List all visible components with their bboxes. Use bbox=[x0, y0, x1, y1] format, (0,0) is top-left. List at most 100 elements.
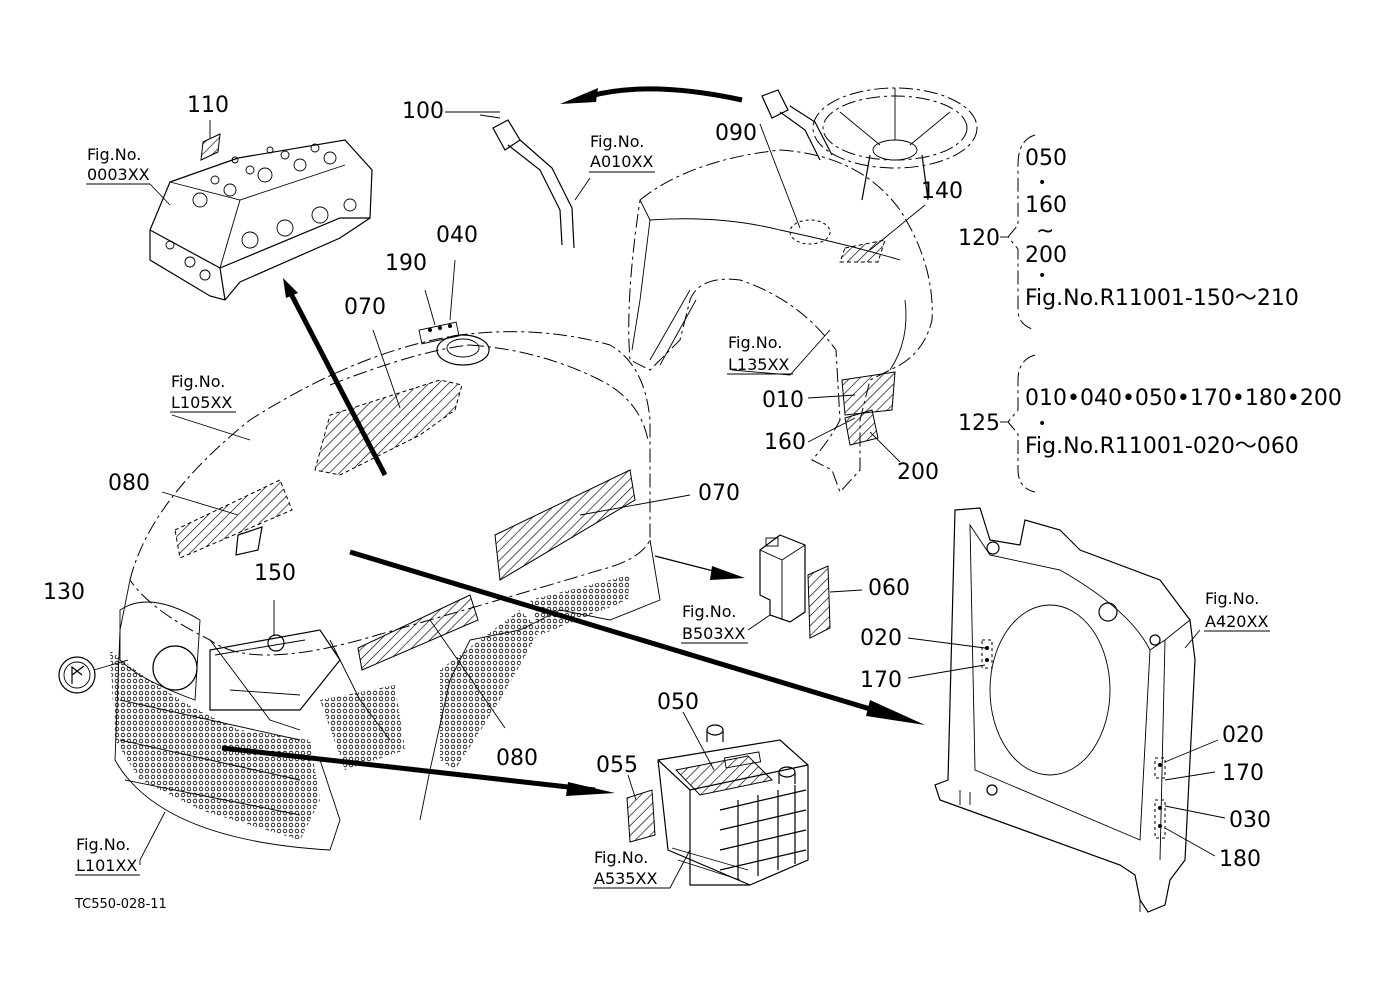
leader-080a bbox=[161, 491, 239, 516]
group-120-list: 050 • 160 ~ 200 • Fig.No.R11001-150～210 bbox=[1025, 146, 1299, 311]
leader-170a bbox=[907, 664, 986, 679]
arrow-cable bbox=[589, 86, 743, 103]
callout-030: 030 bbox=[1229, 808, 1271, 833]
fig-ref-l101xx: Fig.No. L101XX bbox=[75, 835, 140, 876]
fig-ref-label: Fig.No. bbox=[594, 848, 648, 867]
group-120-line4: Fig.No.R11001-150～210 bbox=[1025, 286, 1299, 311]
leader-080b bbox=[429, 619, 506, 729]
callout-050: 050 bbox=[657, 690, 699, 715]
fig-ref-code: L135XX bbox=[728, 355, 789, 374]
group-120-dot2: • bbox=[1038, 268, 1046, 284]
arrowhead-b503 bbox=[710, 566, 745, 580]
leader-050 bbox=[682, 711, 715, 771]
cylinder-head bbox=[149, 133, 373, 301]
callout-040: 040 bbox=[436, 223, 478, 248]
leader-090 bbox=[759, 123, 801, 229]
callout-130: 130 bbox=[43, 580, 85, 605]
brace-125 bbox=[1007, 354, 1036, 493]
group-120-line3: 200 bbox=[1025, 243, 1067, 268]
group-120-dot1: • bbox=[1038, 175, 1046, 191]
leader-A535 bbox=[669, 849, 691, 889]
callout-060: 060 bbox=[868, 576, 910, 601]
leader-160 bbox=[807, 417, 856, 443]
fig-ref-code: A420XX bbox=[1205, 612, 1268, 631]
callout-020a: 020 bbox=[860, 626, 902, 651]
leader-040 bbox=[449, 259, 456, 321]
part-b503 bbox=[759, 534, 831, 639]
fig-ref-code: L105XX bbox=[171, 393, 232, 412]
callout-150: 150 bbox=[254, 561, 296, 586]
fig-ref-a010xx: Fig.No. A010XX bbox=[589, 132, 655, 173]
battery bbox=[626, 724, 809, 886]
fig-ref-label: Fig.No. bbox=[590, 132, 644, 151]
leader-070a bbox=[372, 329, 401, 409]
leader-010 bbox=[807, 394, 856, 399]
callout-070a: 070 bbox=[344, 295, 386, 320]
fig-ref-code: 0003XX bbox=[87, 165, 150, 184]
arrowhead-shroud bbox=[866, 700, 925, 725]
fig-ref-code: L101XX bbox=[76, 856, 137, 875]
fig-ref-label: Fig.No. bbox=[76, 835, 130, 854]
group-120-tilde: ~ bbox=[1036, 219, 1054, 244]
fig-ref-label: Fig.No. bbox=[87, 145, 141, 164]
emblem bbox=[58, 656, 129, 694]
callout-010: 010 bbox=[762, 388, 804, 413]
fig-ref-code: A535XX bbox=[594, 869, 657, 888]
group-120-line1: 050 bbox=[1025, 146, 1067, 171]
steering-wheel bbox=[812, 87, 978, 201]
leader-020b bbox=[1164, 739, 1219, 763]
group-125-list: 010•040•050•170•180•200 • Fig.No.R11001-… bbox=[1025, 386, 1342, 459]
fig-ref-label: Fig.No. bbox=[682, 602, 736, 621]
fig-ref-0003xx: Fig.No. 0003XX bbox=[86, 145, 171, 206]
callout-190: 190 bbox=[385, 251, 427, 276]
group-125-line2: Fig.No.R11001-020～060 bbox=[1025, 434, 1299, 459]
callout-200: 200 bbox=[897, 460, 939, 485]
leader-L135 bbox=[731, 329, 831, 376]
fig-ref-label: Fig.No. bbox=[171, 372, 225, 391]
callout-labels: 110 100 090 140 190 040 070 080 070 150 … bbox=[43, 93, 1271, 872]
fig-ref-code: A010XX bbox=[590, 152, 653, 171]
leader-L105 bbox=[171, 414, 251, 441]
callout-170a: 170 bbox=[860, 668, 902, 693]
callout-120: 120 bbox=[958, 226, 1000, 251]
fig-ref-label: Fig.No. bbox=[1205, 589, 1259, 608]
leader-A010 bbox=[574, 177, 591, 201]
leader-190 bbox=[424, 289, 436, 326]
fig-ref-a535xx: Fig.No. A535XX bbox=[593, 848, 670, 889]
callout-080a: 080 bbox=[108, 471, 150, 496]
arrow-to-battery bbox=[221, 745, 596, 793]
drawing-code: TC550-028-11 bbox=[74, 897, 167, 912]
callout-160: 160 bbox=[764, 430, 806, 455]
fig-ref-label: Fig.No. bbox=[728, 333, 782, 352]
leader-B503 bbox=[747, 614, 771, 631]
callout-020b: 020 bbox=[1222, 723, 1264, 748]
callout-100: 100 bbox=[402, 99, 444, 124]
callout-055: 055 bbox=[596, 753, 638, 778]
callout-070b: 070 bbox=[698, 481, 740, 506]
leader-030 bbox=[1164, 805, 1226, 819]
leader-070b bbox=[579, 494, 691, 516]
arrowhead-cable bbox=[560, 88, 598, 104]
leader-200 bbox=[869, 431, 901, 463]
callout-080b: 080 bbox=[496, 746, 538, 771]
leader-A420 bbox=[1184, 629, 1201, 649]
figure-references: Fig.No. 0003XX Fig.No. A010XX Fig.No. L1… bbox=[75, 132, 1270, 889]
leader-L101 bbox=[139, 811, 166, 865]
group-120-line2: 160 bbox=[1025, 193, 1067, 218]
callout-090: 090 bbox=[715, 121, 757, 146]
arrow-bonnet-to-shroud bbox=[349, 549, 901, 721]
callout-180: 180 bbox=[1219, 847, 1261, 872]
front-grille bbox=[110, 575, 630, 840]
leader-140 bbox=[869, 204, 926, 251]
fig-ref-b503xx: Fig.No. B503XX bbox=[681, 602, 748, 644]
callout-170b: 170 bbox=[1222, 761, 1264, 786]
throttle-cable bbox=[479, 89, 833, 249]
callout-140: 140 bbox=[921, 179, 963, 204]
callout-125: 125 bbox=[958, 411, 1000, 436]
fig-ref-code: B503XX bbox=[682, 624, 745, 643]
arrowhead-head bbox=[283, 278, 298, 298]
radiator-shroud bbox=[934, 507, 1196, 913]
fig-ref-l135xx: Fig.No. L135XX bbox=[727, 333, 793, 375]
arrowhead-battery bbox=[566, 782, 615, 796]
